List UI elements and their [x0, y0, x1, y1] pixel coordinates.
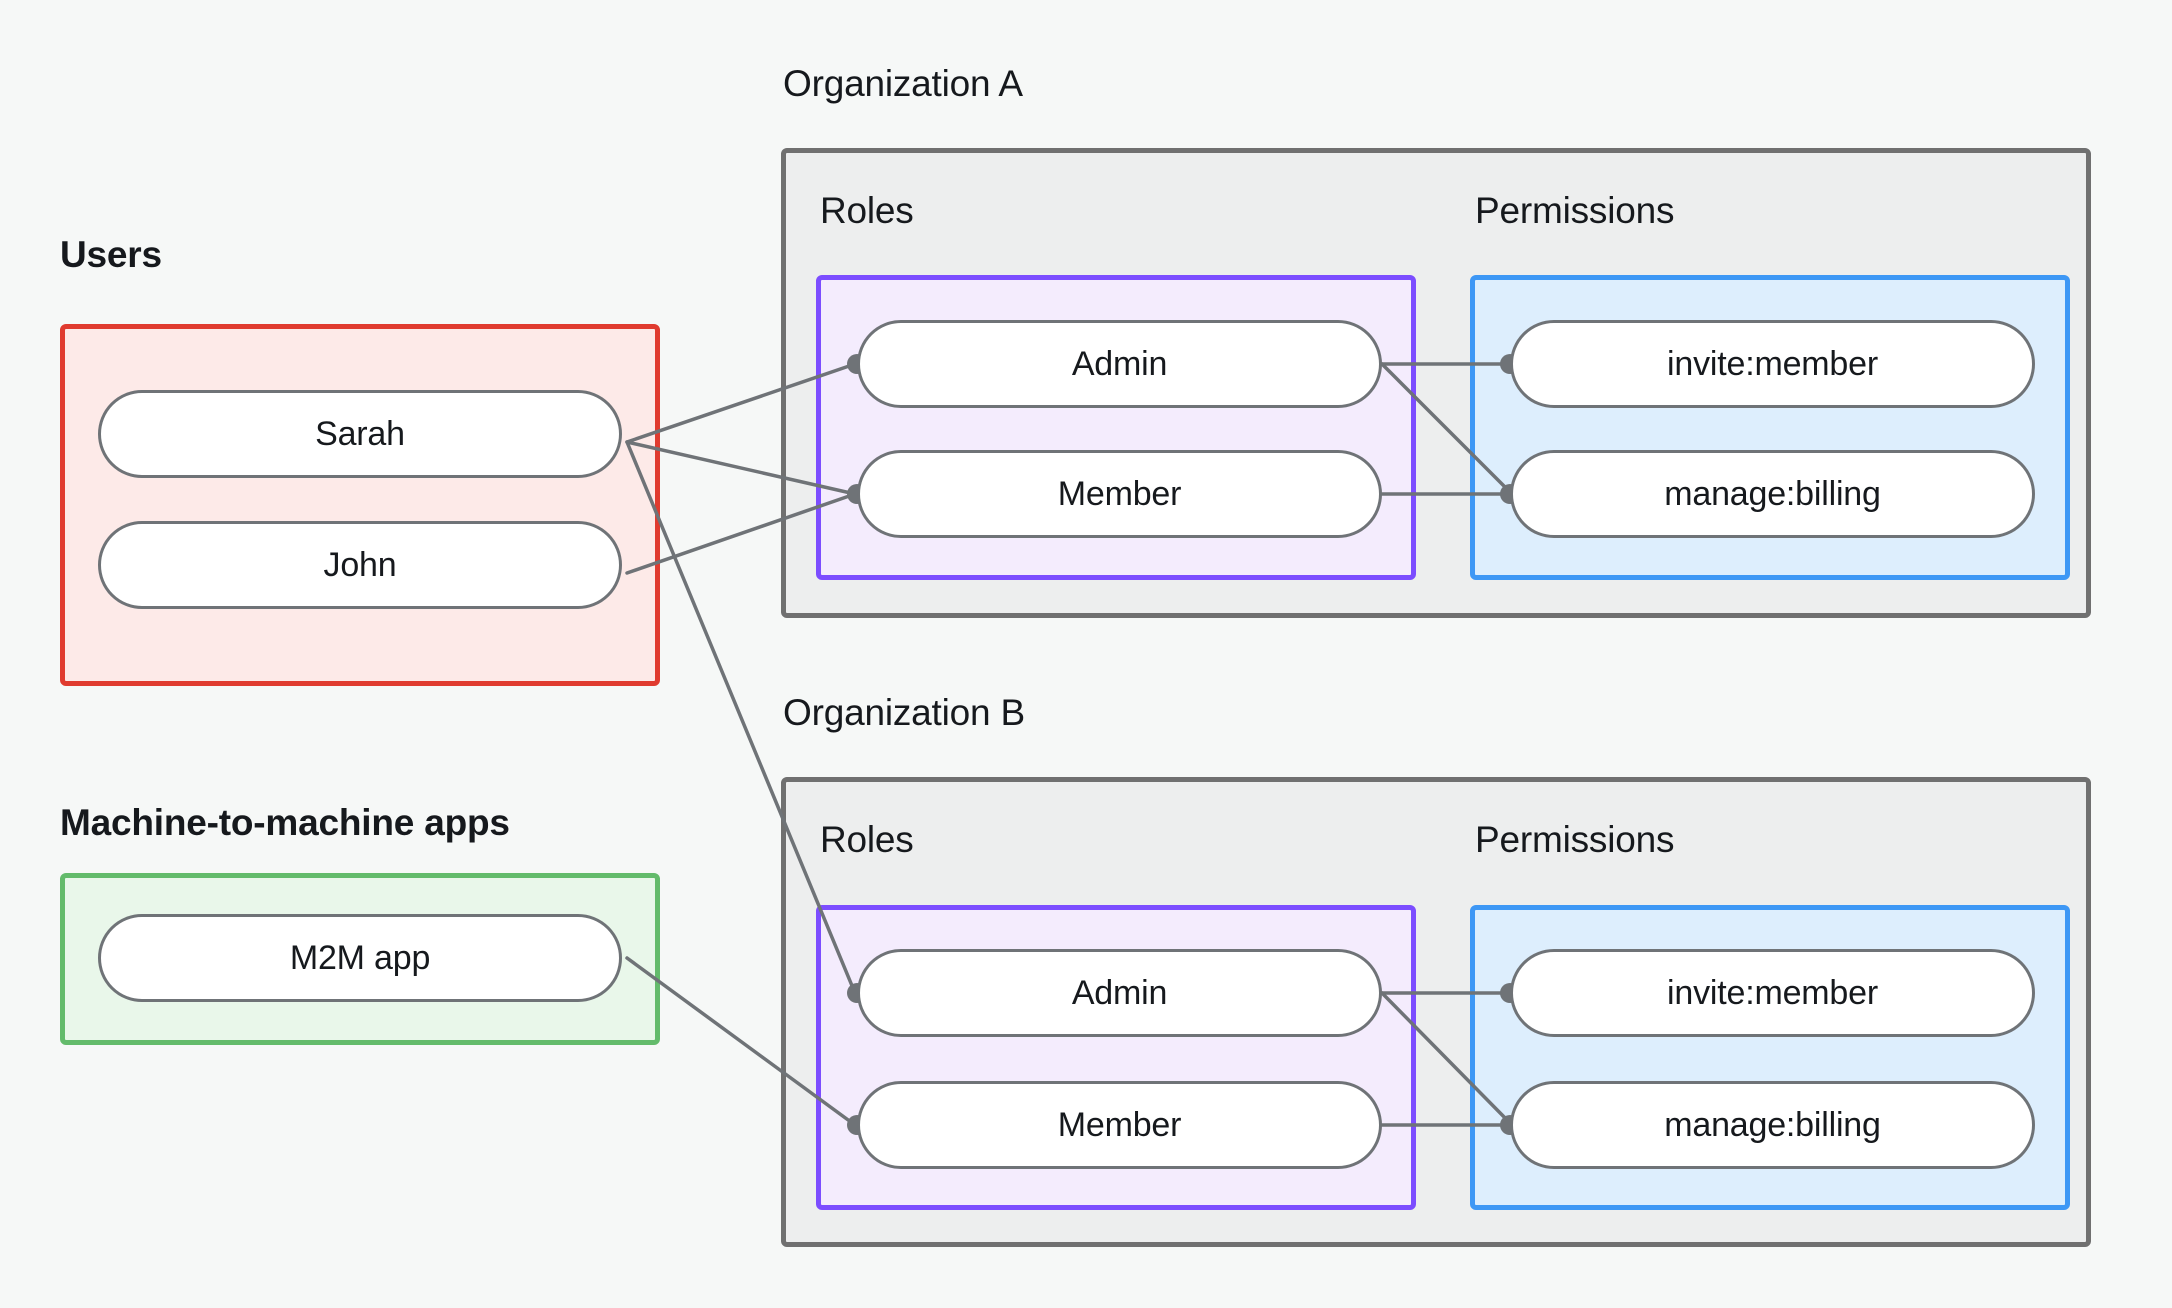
node-m2m-app[interactable]: M2M app: [98, 914, 622, 1002]
node-orgB-role-admin[interactable]: Admin: [857, 949, 1382, 1037]
node-orgB-permission-manage-billing[interactable]: manage:billing: [1510, 1081, 2035, 1169]
organization-a-roles-label: Roles: [820, 190, 914, 231]
organization-b-permissions-label: Permissions: [1475, 819, 1675, 860]
node-orgA-role-member[interactable]: Member: [857, 450, 1382, 538]
node-orgB-role-member[interactable]: Member: [857, 1081, 1382, 1169]
m2m-group-label: Machine-to-machine apps: [60, 802, 510, 843]
organization-b-title: Organization B: [783, 692, 1025, 733]
node-user-john[interactable]: John: [98, 521, 622, 609]
users-container: [60, 324, 660, 686]
node-orgB-permission-invite-member[interactable]: invite:member: [1510, 949, 2035, 1037]
node-orgA-permission-manage-billing[interactable]: manage:billing: [1510, 450, 2035, 538]
organization-a-title: Organization A: [783, 63, 1023, 104]
users-group-label: Users: [60, 234, 162, 275]
organization-b-roles-label: Roles: [820, 819, 914, 860]
node-orgA-role-admin[interactable]: Admin: [857, 320, 1382, 408]
node-user-sarah[interactable]: Sarah: [98, 390, 622, 478]
organization-a-permissions-label: Permissions: [1475, 190, 1675, 231]
node-orgA-permission-invite-member[interactable]: invite:member: [1510, 320, 2035, 408]
